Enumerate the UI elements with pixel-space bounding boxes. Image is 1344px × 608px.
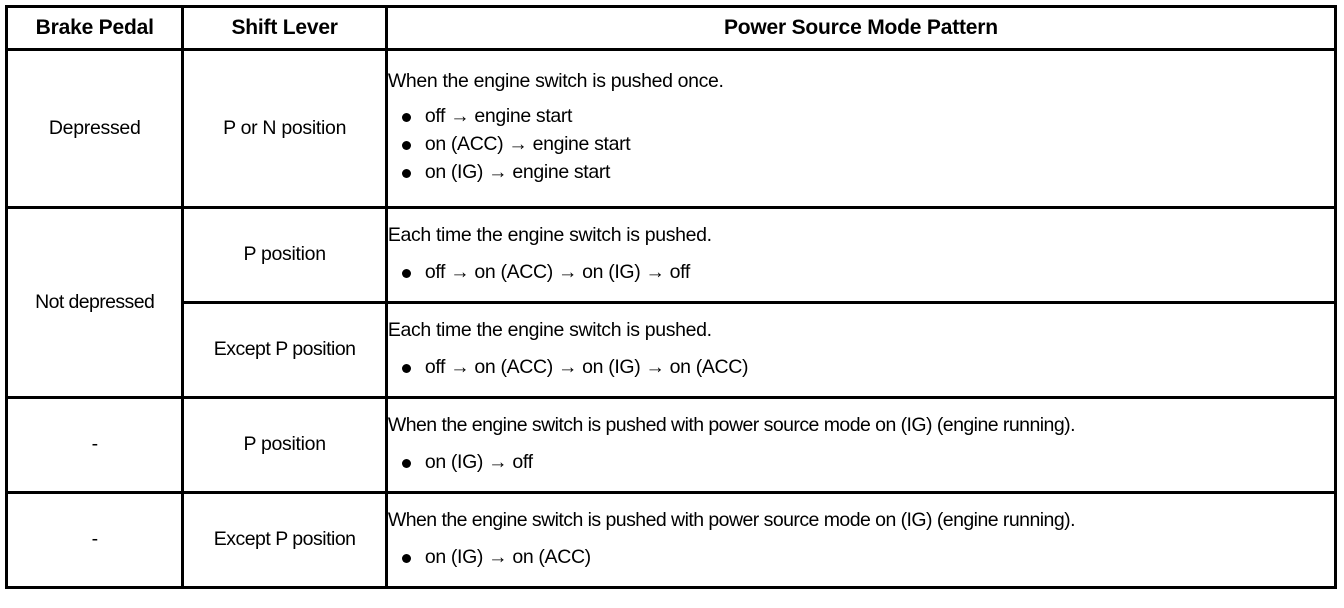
step-text: on (ACC) → engine start xyxy=(424,133,631,156)
shift-value: P position xyxy=(243,433,326,456)
cell-shift-except-p-position-2: Except P position xyxy=(181,491,388,589)
cell-pattern-dash-except-p: When the engine switch is pushed with po… xyxy=(384,491,1338,589)
bullet-icon xyxy=(401,141,411,150)
pattern-step-list: off → engine start on (ACC) → engine sta… xyxy=(388,103,1334,186)
table-body: Depressed P or N position When the engin… xyxy=(4,48,1338,589)
cell-brake-dash-1: - xyxy=(4,396,185,494)
table-row: - Except P position When the engine swit… xyxy=(4,491,1338,589)
list-item: off → engine start xyxy=(388,103,1334,131)
step-text: off → engine start xyxy=(424,105,573,128)
step-text: on (IG) → on (ACC) xyxy=(424,545,591,568)
column-header-power-source-mode-pattern: Power Source Mode Pattern xyxy=(384,5,1338,51)
header-row: Brake Pedal Shift Lever Power Source Mod… xyxy=(4,5,1338,51)
column-header-brake-pedal: Brake Pedal xyxy=(4,5,185,51)
list-item: off → on (ACC) → on (IG) → off xyxy=(388,259,1334,287)
step-text: off → on (ACC) → on (IG) → on (ACC) xyxy=(424,355,749,378)
step-text: on (IG) → off xyxy=(424,450,533,473)
bullet-icon xyxy=(401,553,411,563)
shift-value: P position xyxy=(243,243,326,266)
pattern-step-list: on (IG) → off xyxy=(388,449,1334,477)
cell-shift-p-or-n: P or N position xyxy=(181,48,388,209)
brake-value: - xyxy=(91,433,99,456)
pattern-lead-text: When the engine switch is pushed once. xyxy=(387,70,724,93)
pattern-lead-text: When the engine switch is pushed with po… xyxy=(387,413,1076,436)
pattern-step-list: off → on (ACC) → on (IG) → off xyxy=(388,259,1334,287)
list-item: on (IG) → on (ACC) xyxy=(388,544,1334,572)
list-item: on (IG) → engine start xyxy=(388,159,1334,187)
shift-value: Except P position xyxy=(213,528,356,551)
bullet-icon xyxy=(401,458,411,468)
cell-brake-not-depressed: Not depressed xyxy=(4,206,185,399)
bullet-icon xyxy=(401,363,411,373)
cell-pattern-dash-p: When the engine switch is pushed with po… xyxy=(384,396,1338,494)
cell-shift-except-p-position: Except P position xyxy=(181,301,388,399)
list-item: off → on (ACC) → on (IG) → on (ACC) xyxy=(388,354,1334,382)
step-text: off → on (ACC) → on (IG) → off xyxy=(424,260,690,283)
pattern-step-list: off → on (ACC) → on (IG) → on (ACC) xyxy=(388,354,1334,382)
table-header: Brake Pedal Shift Lever Power Source Mod… xyxy=(4,5,1338,51)
shift-value: Except P position xyxy=(213,338,356,361)
power-source-mode-table: Brake Pedal Shift Lever Power Source Mod… xyxy=(4,5,1338,589)
brake-value: Depressed xyxy=(48,116,141,139)
cell-pattern-not-depressed-except-p: Each time the engine switch is pushed. o… xyxy=(384,301,1338,399)
brake-value: - xyxy=(91,528,99,551)
bullet-icon xyxy=(401,113,411,123)
table-row: Depressed P or N position When the engin… xyxy=(4,48,1338,209)
cell-brake-dash-2: - xyxy=(4,491,185,589)
list-item: on (IG) → off xyxy=(388,449,1334,477)
pattern-step-list: on (IG) → on (ACC) xyxy=(388,544,1334,572)
brake-value: Not depressed xyxy=(35,290,155,313)
pattern-lead-text: Each time the engine switch is pushed. xyxy=(387,223,712,246)
shift-value: P or N position xyxy=(223,116,347,139)
cell-shift-p-position-2: P position xyxy=(181,396,388,494)
column-header-shift-lever: Shift Lever xyxy=(181,5,388,51)
table-row: - P position When the engine switch is p… xyxy=(4,396,1338,494)
pattern-lead-text: Each time the engine switch is pushed. xyxy=(387,318,712,341)
cell-shift-p-position: P position xyxy=(181,206,388,304)
cell-brake-depressed: Depressed xyxy=(4,48,185,209)
bullet-icon xyxy=(401,268,411,278)
step-text: on (IG) → engine start xyxy=(424,160,611,183)
table-row: Except P position Each time the engine s… xyxy=(7,301,1338,399)
table-row: Not depressed P position Each time the e… xyxy=(4,206,1338,399)
pattern-lead-text: When the engine switch is pushed with po… xyxy=(387,508,1076,531)
cell-pattern-not-depressed-p: Each time the engine switch is pushed. o… xyxy=(384,206,1338,304)
bullet-icon xyxy=(401,168,411,178)
list-item: on (ACC) → engine start xyxy=(388,131,1334,159)
cell-pattern-depressed: When the engine switch is pushed once. o… xyxy=(384,48,1338,209)
